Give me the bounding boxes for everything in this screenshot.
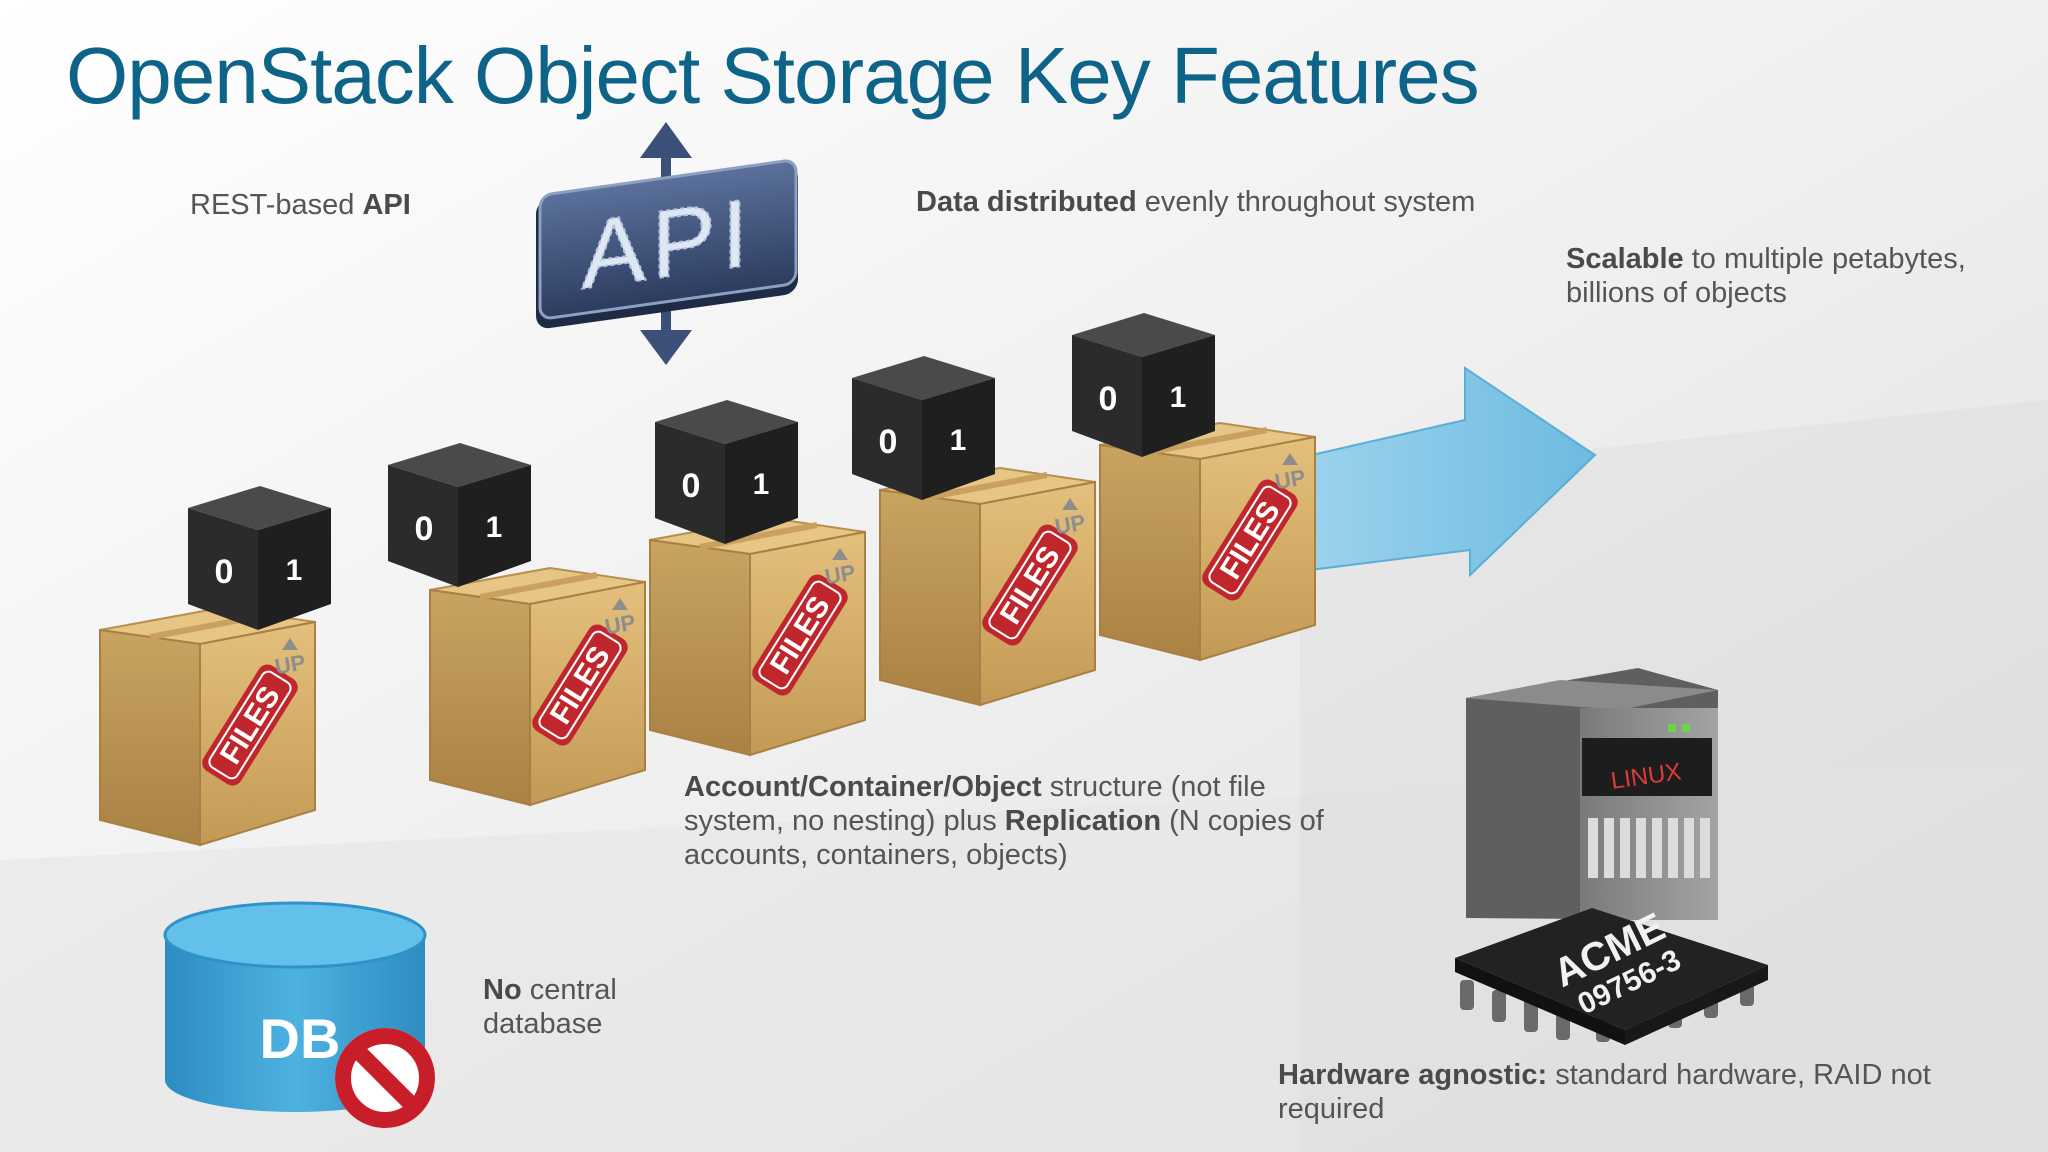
cube-bit: 0	[879, 423, 898, 461]
scale-arrow	[1288, 366, 1597, 578]
feature-text: structure (not file system, no nesting) …	[684, 771, 1266, 837]
feature-no-central-database: No central database	[483, 973, 683, 1041]
feature-bold-replication: Replication	[1004, 805, 1162, 837]
server-icon: LINUX	[1466, 668, 1718, 920]
feature-text: REST-based	[190, 189, 363, 221]
up-arrow-icon	[1282, 453, 1298, 465]
cube-bit: 1	[753, 468, 770, 501]
feature-text: evenly throughout system	[1136, 186, 1476, 218]
feature-bold: Scalable	[1566, 243, 1684, 275]
cube-bit: 0	[415, 510, 434, 548]
cube-bit: 1	[286, 554, 303, 587]
feature-text: central database	[483, 974, 617, 1040]
cube-bit: 1	[1170, 381, 1187, 414]
up-marker: UP	[1273, 465, 1307, 495]
db-label: DB	[260, 1007, 341, 1070]
cube-bit: 0	[682, 467, 701, 505]
up-arrow-icon	[1062, 498, 1078, 510]
up-marker: UP	[1053, 510, 1087, 540]
feature-bold: Data distributed	[916, 186, 1137, 218]
feature-hardware-agnostic: Hardware agnostic: standard hardware, RA…	[1278, 1058, 1998, 1126]
up-marker: UP	[603, 610, 637, 640]
feature-bold: API	[362, 189, 411, 221]
feature-rest-api: REST-based API	[190, 188, 411, 222]
feature-text: to multiple petabytes, billions of objec…	[1566, 243, 1966, 309]
feature-bold: Hardware agnostic:	[1278, 1059, 1548, 1091]
slide-title: OpenStack Object Storage Key Features	[66, 31, 1480, 120]
no-entry-icon	[335, 1028, 435, 1128]
cube-bit: 0	[215, 553, 234, 591]
api-sign-icon: API	[536, 122, 798, 365]
up-arrow-icon	[282, 638, 298, 650]
feature-bold: No	[483, 974, 522, 1006]
feature-account-structure: Account/Container/Object structure (not …	[684, 770, 1364, 872]
cube-bit: 1	[486, 511, 503, 544]
up-marker: UP	[273, 650, 307, 680]
api-sign-label: API	[582, 179, 755, 310]
feature-text: standard hardware, RAID not required	[1278, 1059, 1931, 1125]
cube-bit: 0	[1099, 380, 1118, 418]
up-arrow-icon	[832, 548, 848, 560]
cube-bit: 1	[950, 424, 967, 457]
chip-icon: ACME 09756-3	[1455, 905, 1768, 1045]
feature-data-distributed: Data distributed evenly throughout syste…	[916, 185, 1475, 219]
feature-text-replication: (N copies of accounts, containers, objec…	[684, 805, 1324, 871]
feature-scalable: Scalable to multiple petabytes, billions…	[1566, 242, 2006, 310]
up-arrow-icon	[612, 598, 628, 610]
feature-bold: Account/Container/Object	[684, 771, 1042, 803]
up-marker: UP	[823, 560, 857, 590]
